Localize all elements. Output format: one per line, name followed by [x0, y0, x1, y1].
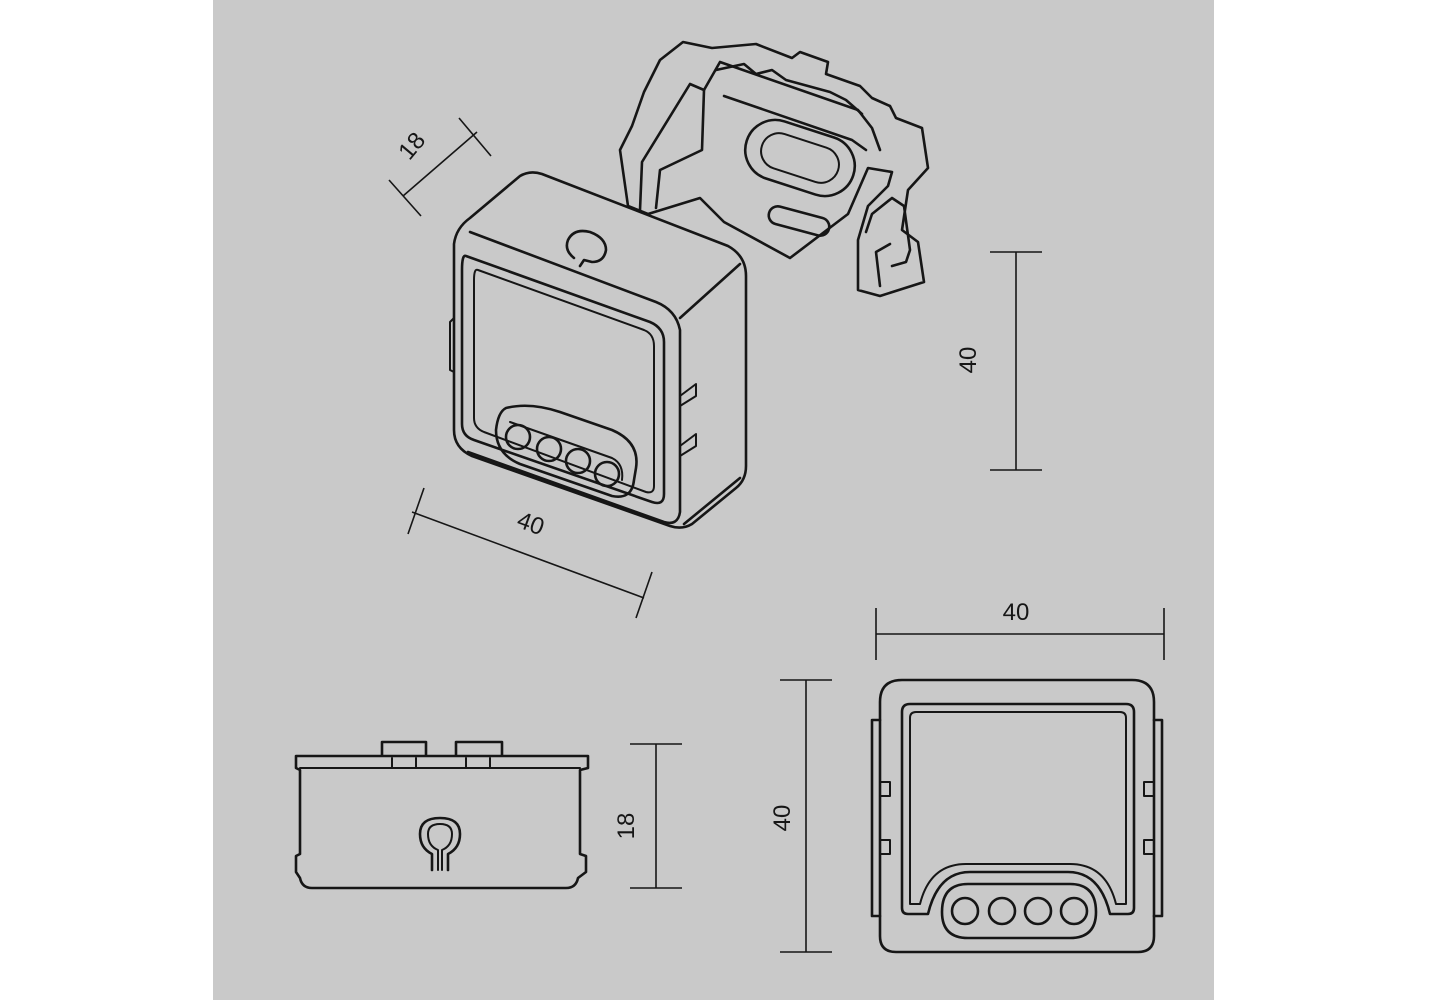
dim-front-width-label: 40: [1003, 599, 1030, 626]
dim-front-height: 40: [769, 679, 832, 953]
device-front-view: [870, 678, 1164, 954]
drawing-panel: 18 40 40 18: [213, 0, 1214, 1000]
device-body-iso: [449, 171, 748, 529]
device-side-view: [294, 740, 590, 890]
mounting-bracket-iso: [618, 40, 930, 298]
dim-side-height-label: 18: [613, 813, 640, 840]
dim-side-height: 18: [613, 743, 682, 889]
dim-front-height-label: 40: [769, 805, 796, 832]
technical-drawing: 18 40 40 18: [213, 0, 1214, 1000]
dim-front-width: 40: [875, 599, 1165, 660]
dim-iso-height-label: 40: [955, 347, 982, 374]
dim-iso-height: 40: [955, 251, 1042, 471]
